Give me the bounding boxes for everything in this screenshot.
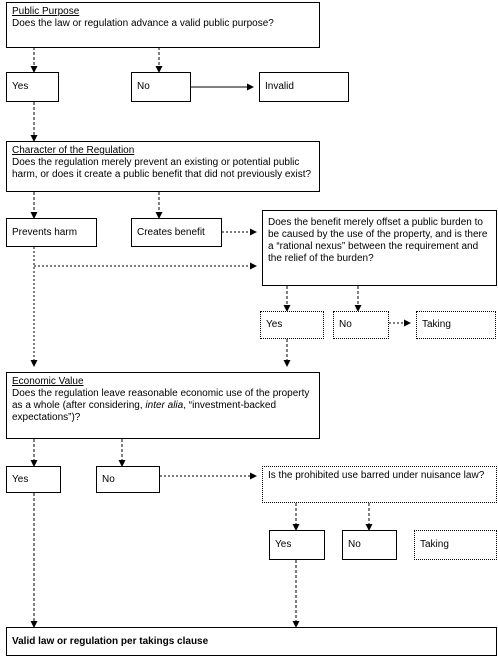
public-purpose-question: Does the law or regulation advance a val… — [12, 18, 274, 29]
nexus-question-box: Does the benefit merely offset a public … — [262, 210, 497, 286]
nuisance-yes-label: Yes — [275, 539, 292, 550]
ev-no-label: No — [102, 473, 115, 485]
valid-label: Valid law or regulation per takings clau… — [12, 635, 209, 647]
nuisance-no-label: No — [348, 539, 361, 550]
ev-no-box: No — [96, 466, 160, 493]
character-heading: Character of the Regulation — [12, 145, 135, 156]
economic-value-box: Economic Value Does the regulation leave… — [6, 372, 320, 439]
nexus-no-box: No — [333, 311, 389, 339]
nexus-taking-label: Taking — [422, 319, 451, 330]
nuisance-yes-box: Yes — [269, 530, 325, 560]
nexus-yes-box: Yes — [260, 311, 324, 339]
economic-value-heading: Economic Value — [12, 376, 84, 387]
nuisance-taking-label: Taking — [420, 539, 449, 550]
nuisance-question: Is the prohibited use barred under nuisa… — [268, 470, 485, 481]
valid-box: Valid law or regulation per takings clau… — [6, 627, 497, 656]
pp-yes-label: Yes — [12, 81, 29, 92]
creates-benefit-box: Creates benefit — [131, 218, 222, 247]
prevents-harm-box: Prevents harm — [6, 218, 97, 247]
prevents-harm-label: Prevents harm — [12, 226, 78, 238]
invalid-label: Invalid — [265, 81, 294, 92]
pp-no-label: No — [137, 81, 150, 92]
economic-value-question-italic: inter alia — [145, 400, 184, 411]
nuisance-question-box: Is the prohibited use barred under nuisa… — [262, 466, 497, 503]
public-purpose-heading: Public Purpose — [12, 6, 80, 17]
ev-yes-box: Yes — [6, 466, 61, 493]
nexus-question: Does the benefit merely offset a public … — [268, 217, 488, 264]
economic-value-question: Does the regulation leave reasonable eco… — [12, 388, 314, 424]
nuisance-taking-box: Taking — [414, 530, 497, 560]
economic-value-question-after: , “investment-backed expectations”)? — [12, 400, 277, 423]
ev-yes-label: Yes — [12, 473, 29, 485]
character-box: Character of the Regulation Does the reg… — [6, 141, 320, 192]
nexus-yes-label: Yes — [266, 319, 283, 330]
economic-value-question-before: Does the regulation leave reasonable eco… — [12, 388, 310, 411]
nexus-no-label: No — [339, 319, 352, 330]
nuisance-no-box: No — [342, 530, 397, 560]
pp-yes-box: Yes — [6, 72, 59, 102]
pp-no-box: No — [131, 72, 191, 102]
character-question: Does the regulation merely prevent an ex… — [12, 157, 312, 180]
creates-benefit-label: Creates benefit — [137, 226, 205, 238]
invalid-box: Invalid — [259, 72, 349, 102]
public-purpose-box: Public Purpose Does the law or regulatio… — [6, 2, 320, 48]
nexus-taking-box: Taking — [416, 311, 496, 339]
